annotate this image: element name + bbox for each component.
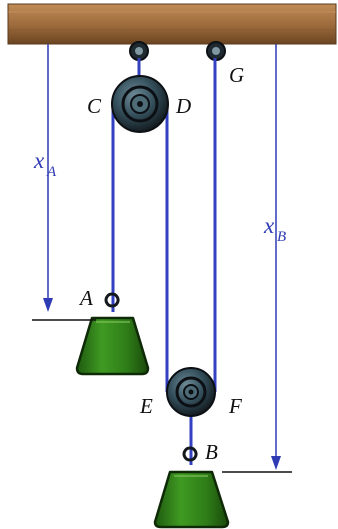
label-point-d: D (175, 94, 191, 118)
dimension-xb (222, 44, 292, 473)
label-xa-sub: A (46, 164, 57, 180)
label-point-e: E (139, 394, 153, 418)
top-pulley (111, 75, 169, 133)
ceiling-hook-top-pulley (129, 41, 149, 61)
label-xb-sub: B (277, 229, 286, 245)
rope-system (111, 58, 217, 465)
ceiling-hook-g (206, 41, 226, 61)
label-xb: x B (263, 213, 286, 245)
ceiling (7, 3, 337, 45)
label-xb-main: x (263, 213, 275, 238)
label-xa-main: x (33, 148, 45, 173)
weight-b (153, 446, 230, 529)
label-point-g: G (229, 63, 244, 87)
label-point-b: B (205, 440, 218, 464)
dimension-xa (32, 44, 96, 321)
label-point-f: F (228, 394, 242, 418)
weight-a (75, 292, 150, 376)
label-xa: x A (33, 148, 57, 180)
bottom-pulley (166, 367, 216, 417)
label-point-c: C (87, 94, 102, 118)
label-point-a: A (78, 286, 93, 310)
